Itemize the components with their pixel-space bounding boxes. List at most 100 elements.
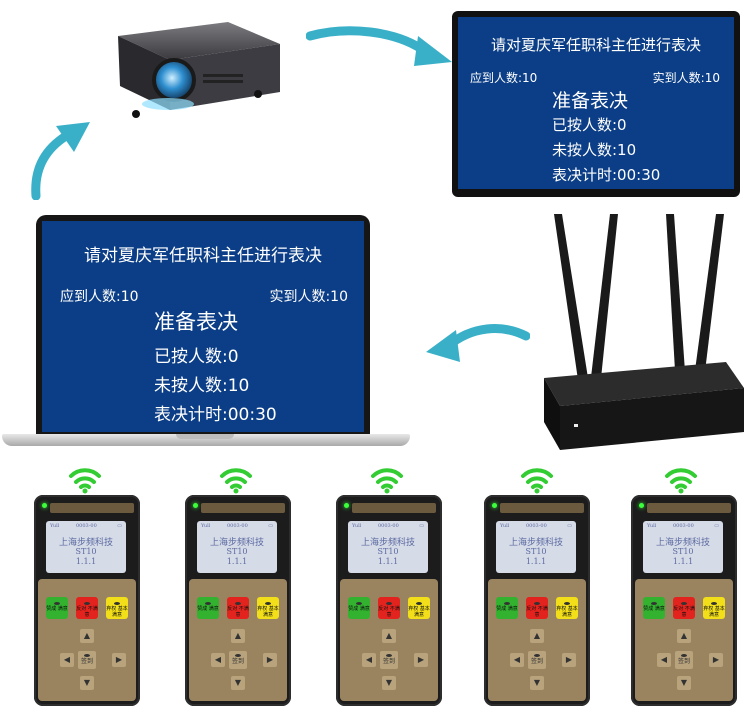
monitor-display: 请对夏庆军任职科主任进行表决 应到人数:10 实到人数:10 准备表决 已按人数… bbox=[452, 11, 740, 197]
right-arrow-key[interactable]: ▶ bbox=[562, 653, 576, 667]
wifi-icon bbox=[371, 468, 403, 494]
device-id: 0003-00 bbox=[673, 523, 694, 529]
checkin-key[interactable]: 签到 bbox=[528, 651, 546, 669]
wifi-icon bbox=[220, 468, 252, 494]
signal-indicator: Yull bbox=[352, 523, 362, 529]
laptop-display: 请对夏庆军任职科主任进行表决 应到人数:10 实到人数:10 准备表决 已按人数… bbox=[36, 215, 370, 438]
wifi-icon bbox=[521, 468, 553, 494]
abstain-key[interactable]: 弃权 基本满意 bbox=[106, 597, 128, 619]
no-key[interactable]: 反对 不满意 bbox=[526, 597, 548, 619]
vote-title: 请对夏庆军任职科主任进行表决 bbox=[490, 36, 701, 54]
checkin-key[interactable]: 签到 bbox=[675, 651, 693, 669]
keypad-lcd: Yull 0003-00 ▭ 上海步频科技 ST10 1.1.1 bbox=[643, 521, 723, 573]
power-led bbox=[42, 503, 47, 508]
battery-icon: ▭ bbox=[268, 523, 273, 529]
up-arrow-key[interactable]: ▲ bbox=[382, 629, 396, 643]
checkin-key[interactable]: 签到 bbox=[380, 651, 398, 669]
voting-keypad: Yull 0003-00 ▭ 上海步频科技 ST10 1.1.1 赞成 满意 反… bbox=[34, 495, 140, 706]
keypad-top-strip bbox=[500, 503, 584, 513]
battery-icon: ▭ bbox=[117, 523, 122, 529]
no-key[interactable]: 反对 不满意 bbox=[227, 597, 249, 619]
lcd-company: 上海步频科技 bbox=[58, 538, 113, 548]
arrow-icon bbox=[31, 122, 90, 200]
lcd-version: 1.1.1 bbox=[377, 557, 399, 566]
arrow-icon bbox=[306, 26, 452, 66]
signal-indicator: Yull bbox=[201, 523, 211, 529]
up-arrow-key[interactable]: ▲ bbox=[530, 629, 544, 643]
wifi-icon bbox=[69, 468, 101, 494]
router-icon bbox=[544, 214, 744, 450]
voting-keypad: Yull 0003-00 ▭ 上海步频科技 ST10 1.1.1 赞成 满意 反… bbox=[484, 495, 590, 706]
present-count: 实到人数:10 bbox=[652, 71, 720, 85]
down-arrow-key[interactable]: ▼ bbox=[382, 676, 396, 690]
lcd-company: 上海步频科技 bbox=[508, 538, 563, 548]
right-arrow-key[interactable]: ▶ bbox=[414, 653, 428, 667]
device-id: 0003-00 bbox=[227, 523, 248, 529]
checkin-key[interactable]: 签到 bbox=[229, 651, 247, 669]
down-arrow-key[interactable]: ▼ bbox=[231, 676, 245, 690]
lcd-company: 上海步频科技 bbox=[655, 538, 710, 548]
expected-count: 应到人数:10 bbox=[470, 71, 538, 85]
vote-timer: 表决计时:00:30 bbox=[154, 405, 277, 425]
right-arrow-key[interactable]: ▶ bbox=[112, 653, 126, 667]
left-arrow-key[interactable]: ◀ bbox=[211, 653, 225, 667]
laptop-notch bbox=[176, 434, 234, 439]
battery-icon: ▭ bbox=[419, 523, 424, 529]
keypad-lcd: Yull 0003-00 ▭ 上海步频科技 ST10 1.1.1 bbox=[46, 521, 126, 573]
vote-title: 请对夏庆军任职科主任进行表决 bbox=[84, 246, 322, 266]
wifi-icon bbox=[665, 468, 697, 494]
down-arrow-key[interactable]: ▼ bbox=[530, 676, 544, 690]
present-count: 实到人数:10 bbox=[269, 289, 348, 305]
lcd-version: 1.1.1 bbox=[75, 557, 97, 566]
left-arrow-key[interactable]: ◀ bbox=[657, 653, 671, 667]
checkin-key[interactable]: 签到 bbox=[78, 651, 96, 669]
right-arrow-key[interactable]: ▶ bbox=[263, 653, 277, 667]
vote-status: 准备表决 bbox=[154, 310, 238, 334]
right-arrow-key[interactable]: ▶ bbox=[709, 653, 723, 667]
lcd-model: ST10 bbox=[377, 547, 399, 556]
lcd-model: ST10 bbox=[525, 547, 547, 556]
power-led bbox=[639, 503, 644, 508]
keypad-top-strip bbox=[50, 503, 134, 513]
device-id: 0003-00 bbox=[526, 523, 547, 529]
lcd-model: ST10 bbox=[226, 547, 248, 556]
signal-indicator: Yull bbox=[647, 523, 657, 529]
power-led bbox=[193, 503, 198, 508]
keypad-lcd: Yull 0003-00 ▭ 上海步频科技 ST10 1.1.1 bbox=[197, 521, 277, 573]
yes-key[interactable]: 赞成 满意 bbox=[197, 597, 219, 619]
power-led bbox=[344, 503, 349, 508]
voting-screen: 请对夏庆军任职科主任进行表决 应到人数:10 实到人数:10 准备表决 已按人数… bbox=[458, 17, 734, 189]
lcd-version: 1.1.1 bbox=[525, 557, 547, 566]
no-key[interactable]: 反对 不满意 bbox=[673, 597, 695, 619]
not-pressed-count: 未按人数:10 bbox=[552, 141, 637, 159]
voting-keypad: Yull 0003-00 ▭ 上海步频科技 ST10 1.1.1 赞成 满意 反… bbox=[185, 495, 291, 706]
abstain-key[interactable]: 弃权 基本满意 bbox=[408, 597, 430, 619]
up-arrow-key[interactable]: ▲ bbox=[677, 629, 691, 643]
lcd-company: 上海步频科技 bbox=[360, 538, 415, 548]
no-key[interactable]: 反对 不满意 bbox=[378, 597, 400, 619]
up-arrow-key[interactable]: ▲ bbox=[231, 629, 245, 643]
abstain-key[interactable]: 弃权 基本满意 bbox=[257, 597, 279, 619]
down-arrow-key[interactable]: ▼ bbox=[80, 676, 94, 690]
battery-icon: ▭ bbox=[567, 523, 572, 529]
device-id: 0003-00 bbox=[76, 523, 97, 529]
no-key[interactable]: 反对 不满意 bbox=[76, 597, 98, 619]
arrow-icon bbox=[426, 324, 530, 362]
yes-key[interactable]: 赞成 满意 bbox=[643, 597, 665, 619]
down-arrow-key[interactable]: ▼ bbox=[677, 676, 691, 690]
abstain-key[interactable]: 弃权 基本满意 bbox=[556, 597, 578, 619]
laptop-base bbox=[2, 434, 410, 446]
abstain-key[interactable]: 弃权 基本满意 bbox=[703, 597, 725, 619]
vote-status: 准备表决 bbox=[552, 90, 629, 112]
up-arrow-key[interactable]: ▲ bbox=[80, 629, 94, 643]
left-arrow-key[interactable]: ◀ bbox=[510, 653, 524, 667]
lcd-company: 上海步频科技 bbox=[209, 538, 264, 548]
left-arrow-key[interactable]: ◀ bbox=[362, 653, 376, 667]
yes-key[interactable]: 赞成 满意 bbox=[496, 597, 518, 619]
yes-key[interactable]: 赞成 满意 bbox=[46, 597, 68, 619]
voting-screen: 请对夏庆军任职科主任进行表决 应到人数:10 实到人数:10 准备表决 已按人数… bbox=[42, 221, 364, 432]
lcd-version: 1.1.1 bbox=[672, 557, 694, 566]
yes-key[interactable]: 赞成 满意 bbox=[348, 597, 370, 619]
left-arrow-key[interactable]: ◀ bbox=[60, 653, 74, 667]
power-led bbox=[492, 503, 497, 508]
